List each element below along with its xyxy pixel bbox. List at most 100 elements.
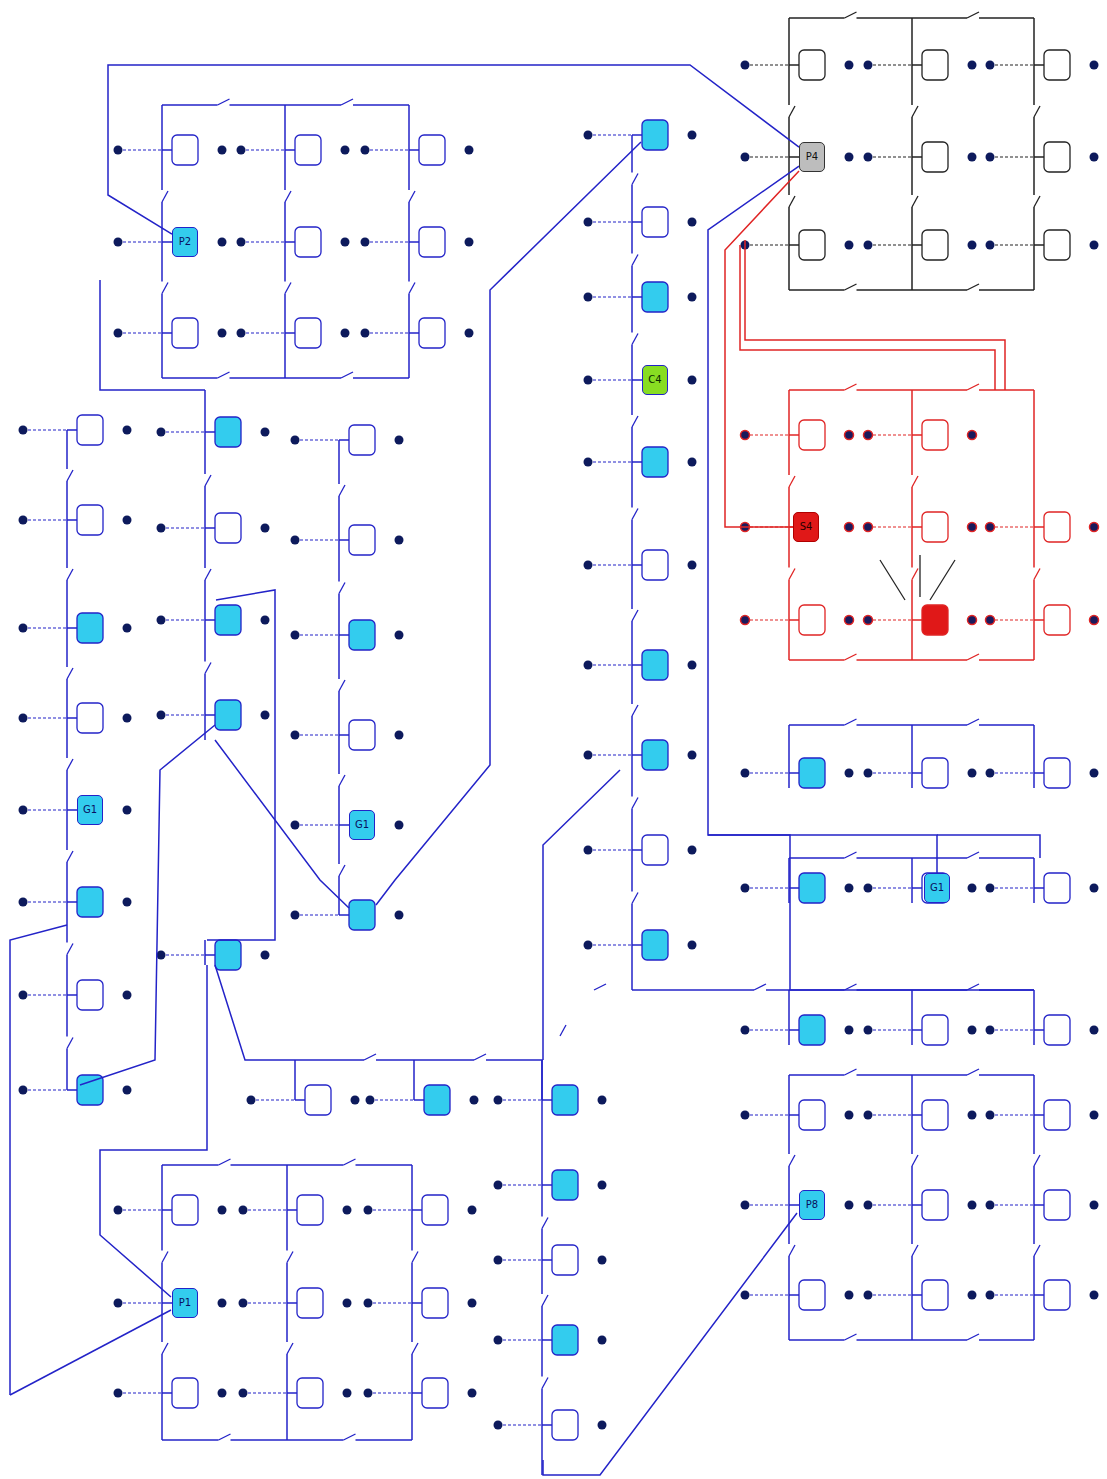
terminal-dot — [364, 1389, 373, 1398]
terminal-dot — [123, 714, 132, 723]
feeder-link — [995, 1114, 1034, 1115]
bus-box — [1044, 758, 1070, 788]
switch-symbol — [218, 372, 230, 378]
terminal-dot — [584, 376, 593, 385]
feeder-link — [995, 772, 1034, 773]
switch-symbol — [845, 719, 857, 725]
bus-box — [215, 605, 241, 635]
bus-box — [922, 1190, 948, 1220]
terminal-dot — [239, 1206, 248, 1215]
terminal-dot — [494, 1336, 503, 1345]
bus-box — [552, 1410, 578, 1440]
switch-symbol — [409, 283, 415, 294]
wire — [542, 1099, 552, 1101]
terminal-dot — [494, 1096, 503, 1105]
feeder-link — [166, 619, 205, 620]
wire — [789, 1114, 799, 1116]
bus-box — [799, 873, 825, 903]
switch-symbol — [162, 1252, 168, 1263]
wire — [204, 390, 206, 740]
wire — [67, 901, 77, 903]
bus-box — [799, 1015, 825, 1045]
bus-box — [642, 550, 668, 580]
switch-symbol — [632, 893, 638, 904]
terminal-dot — [864, 153, 873, 162]
bus-box — [922, 230, 948, 260]
terminal-dot — [864, 431, 873, 440]
feeder-link — [370, 149, 409, 150]
feeder-link — [873, 1029, 912, 1030]
wire — [215, 740, 349, 908]
wire — [67, 994, 77, 996]
switch-symbol — [845, 284, 857, 290]
terminal-dot — [341, 146, 350, 155]
terminal-dot — [123, 426, 132, 435]
bus-box — [552, 1085, 578, 1115]
bus-box — [77, 613, 103, 643]
terminal-dot — [19, 714, 28, 723]
switch-symbol — [339, 680, 345, 691]
switch-symbol — [205, 569, 211, 580]
switch-symbol — [67, 668, 73, 679]
switch-symbol — [845, 1069, 857, 1075]
terminal-dot — [968, 1291, 977, 1300]
switch-symbol — [162, 1343, 168, 1354]
bus-box — [422, 1288, 448, 1318]
wire — [632, 944, 642, 946]
switch-symbol — [285, 191, 291, 202]
feeder-link — [300, 439, 339, 440]
wire — [205, 527, 215, 529]
wire — [67, 519, 77, 521]
terminal-dot — [291, 631, 300, 640]
wire — [542, 1259, 552, 1261]
feeder-link — [750, 244, 789, 245]
wire — [339, 439, 349, 441]
feeder-link — [28, 627, 67, 628]
wire — [162, 149, 172, 151]
feeder-link — [300, 734, 339, 735]
bus-box — [1044, 1190, 1070, 1220]
terminal-dot — [968, 1026, 977, 1035]
terminal-dot — [361, 238, 370, 247]
feeder-link — [593, 379, 632, 380]
wire — [789, 244, 799, 246]
wire — [1034, 1114, 1044, 1116]
feeder-link — [503, 1099, 542, 1100]
feeder-link — [750, 619, 789, 620]
wire — [204, 940, 206, 965]
switch-symbol — [789, 1155, 795, 1166]
wire — [1034, 526, 1044, 528]
feeder-link — [750, 1029, 789, 1030]
wire — [10, 925, 67, 1395]
terminal-dot — [986, 1291, 995, 1300]
terminal-dot — [218, 238, 227, 247]
switch-symbol — [542, 1218, 548, 1229]
wire — [632, 461, 642, 463]
bus-box — [215, 417, 241, 447]
bus-box — [349, 900, 375, 930]
terminal-dot — [986, 153, 995, 162]
feeder-link — [248, 1302, 287, 1303]
wire — [285, 241, 295, 243]
terminal-dot — [114, 238, 123, 247]
wire — [339, 539, 349, 541]
terminal-dot — [157, 951, 166, 960]
feeder-link — [995, 619, 1034, 620]
wire — [541, 1060, 543, 1100]
bus-box — [349, 620, 375, 650]
wire — [162, 1392, 172, 1394]
wire — [80, 725, 215, 1085]
feeder-link — [28, 429, 67, 430]
switch-symbol — [412, 1252, 418, 1263]
switch-symbol — [789, 1245, 795, 1256]
terminal-dot — [584, 661, 593, 670]
bus-box — [422, 1195, 448, 1225]
switch-symbol — [632, 174, 638, 185]
terminal-dot — [845, 884, 854, 893]
feeder-link — [166, 431, 205, 432]
bus-box — [642, 207, 668, 237]
terminal-dot — [291, 536, 300, 545]
switch-symbol — [632, 509, 638, 520]
feeder-link — [123, 332, 162, 333]
terminal-dot — [261, 524, 270, 533]
